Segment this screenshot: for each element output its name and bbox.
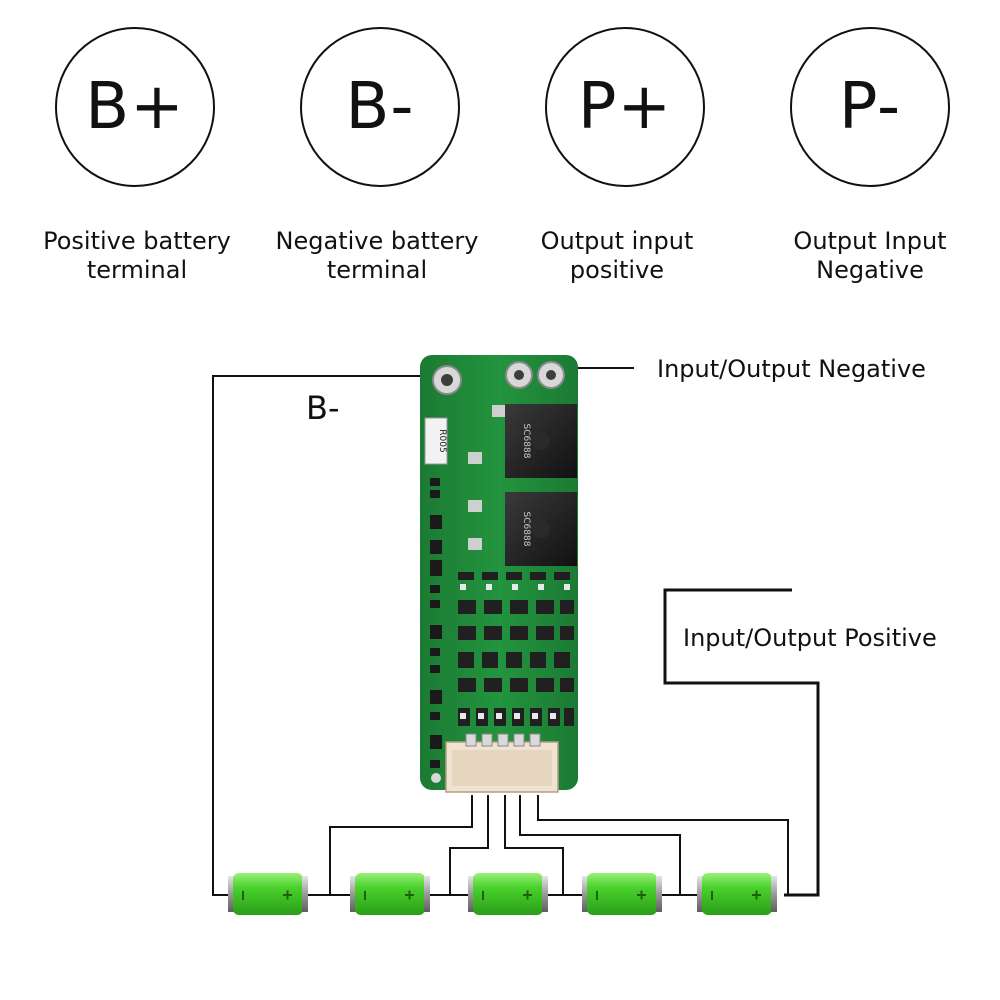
battery-minus-mark	[364, 891, 366, 900]
battery-body	[702, 873, 772, 915]
battery-cap	[582, 876, 588, 912]
battery-cap	[424, 876, 430, 912]
smd-components-grid	[458, 572, 574, 726]
mosfet-2-tab	[468, 538, 482, 550]
battery-2	[350, 873, 430, 915]
battery-plus-mark	[286, 890, 289, 900]
battery-3	[468, 873, 548, 915]
p-plus-wire	[663, 588, 820, 897]
battery-cap	[771, 876, 777, 912]
input-output-positive-label: Input/Output Positive	[683, 624, 937, 652]
jst-connector-inner	[452, 750, 552, 786]
terminal-p-plus-caption: Output input positive	[502, 227, 732, 285]
b-minus-label: B-	[306, 389, 340, 427]
battery-minus-mark	[711, 891, 713, 900]
battery-body	[355, 873, 425, 915]
sense-wire-5	[537, 795, 789, 895]
battery-cap	[302, 876, 308, 912]
caption-line: terminal	[326, 256, 428, 284]
terminal-p-plus-circle: P+	[545, 27, 705, 187]
p-minus-hole-2	[546, 370, 556, 380]
mosfet-1-marking: SC6888	[521, 424, 531, 459]
battery-plus-mark	[755, 890, 758, 900]
battery-4	[582, 873, 662, 915]
wires	[212, 367, 820, 897]
jst-pins	[465, 733, 541, 747]
caption-line: positive	[569, 256, 665, 284]
terminal-b-plus-circle: B+	[55, 27, 215, 187]
resistor-marking: R005	[437, 429, 447, 452]
battery-cap	[656, 876, 662, 912]
battery-cap	[228, 876, 234, 912]
p-minus-hole-1	[514, 370, 524, 380]
battery-minus-mark	[482, 891, 484, 900]
input-output-negative-label: Input/Output Negative	[657, 355, 926, 383]
terminal-p-minus-circle: P-	[790, 27, 950, 187]
bms-pcb: R005 SC6888 SC6888	[420, 355, 578, 793]
shunt-resistor	[424, 417, 448, 465]
battery-minus-mark	[596, 891, 598, 900]
mosfet-1-tab	[468, 452, 482, 464]
sense-wire-1	[329, 795, 473, 895]
battery-cap	[468, 876, 474, 912]
terminal-b-plus-caption: Positive battery terminal	[22, 227, 252, 285]
battery-cap	[697, 876, 703, 912]
sense-wire-3	[504, 795, 564, 895]
battery-body	[233, 873, 303, 915]
battery-1	[228, 873, 308, 915]
b-minus-wire	[212, 375, 420, 896]
battery-body	[473, 873, 543, 915]
smd-components-left	[430, 478, 442, 768]
mosfet-2-marking: SC6888	[521, 512, 531, 547]
caption-line: Output input	[540, 227, 694, 255]
caption-line: Negative battery	[275, 227, 479, 255]
mosfet-2-tab	[468, 500, 482, 512]
battery-minus-mark	[242, 891, 244, 900]
battery-cap	[350, 876, 356, 912]
caption-line: Output Input	[793, 227, 947, 255]
sense-wire-4	[519, 795, 681, 895]
battery-plus-mark	[408, 890, 411, 900]
sense-wire-2	[449, 795, 489, 895]
caption-line: Negative	[816, 256, 924, 284]
terminal-b-minus-circle: B-	[300, 27, 460, 187]
battery-cap	[542, 876, 548, 912]
battery-pack	[228, 873, 777, 915]
battery-5	[697, 873, 777, 915]
battery-body	[587, 873, 657, 915]
battery-plus-mark	[526, 890, 529, 900]
caption-line: Positive battery	[43, 227, 231, 255]
mosfet-2-dot	[532, 520, 550, 538]
caption-line: terminal	[86, 256, 188, 284]
battery-plus-mark	[640, 890, 643, 900]
terminal-p-minus-caption: Output Input Negative	[755, 227, 985, 285]
terminal-b-minus-caption: Negative battery terminal	[262, 227, 492, 285]
b-minus-hole	[441, 374, 453, 386]
pcb-corner-pad	[431, 773, 441, 783]
mosfet-1-tab	[492, 405, 506, 417]
mosfet-1-dot	[532, 432, 550, 450]
